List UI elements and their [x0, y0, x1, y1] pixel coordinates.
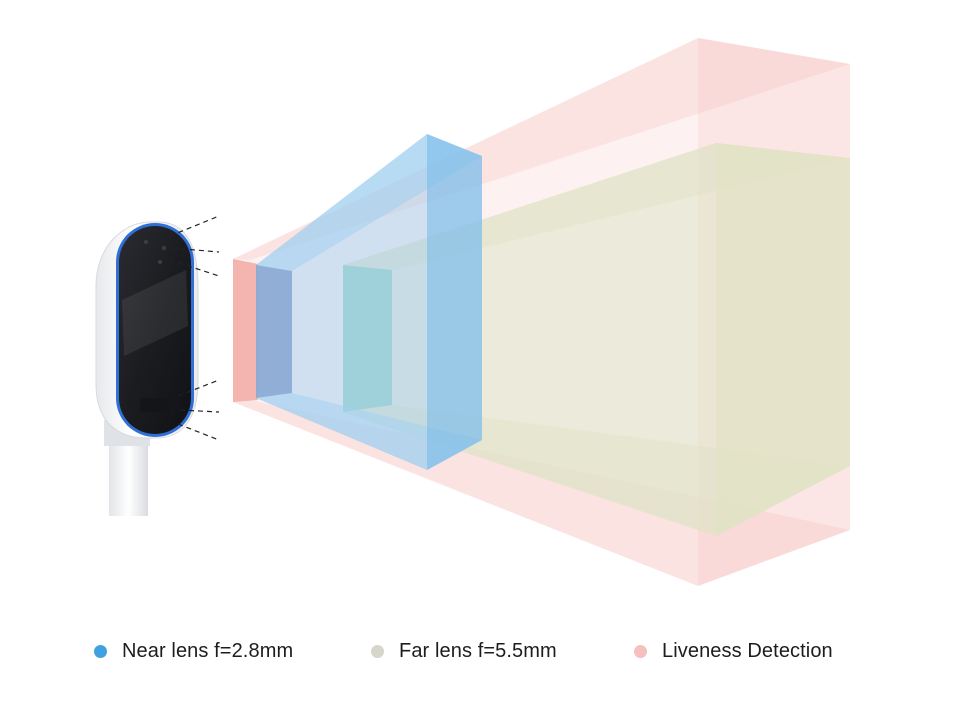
- lens-pointer-lines: [169, 215, 220, 441]
- device-screen-reflection: [122, 270, 188, 356]
- device-bottom-sensor-window: [140, 398, 170, 412]
- far-lens-label: Far lens f=5.5mm: [399, 639, 557, 662]
- near-field-near-face: [256, 265, 292, 398]
- near-field-side-face: [256, 134, 427, 470]
- far-lens-color-dot: [371, 644, 384, 658]
- near-field-far-face: [427, 134, 482, 470]
- liveness-sensor-icon: [158, 260, 162, 264]
- near-lens-field: [256, 134, 482, 470]
- legend-item-far-lens: Far lens f=5.5mm: [371, 636, 557, 666]
- legend-item-near-lens: Near lens f=2.8mm: [94, 636, 293, 666]
- far-field-far-face: [716, 143, 850, 536]
- liveness-detection-label: Liveness Detection: [662, 639, 833, 662]
- near-lens-icon: [143, 239, 149, 245]
- pointer-line-2: [171, 247, 220, 253]
- liveness-color-dot: [634, 644, 647, 658]
- near-field-bottom-face: [256, 393, 482, 470]
- far-field-near-face: [343, 265, 392, 412]
- pointer-line-6: [177, 423, 220, 441]
- pointer-line-4: [177, 379, 220, 397]
- near-lens-label: Near lens f=2.8mm: [122, 639, 294, 662]
- legend: Near lens f=2.8mm Far lens f=5.5mm Liven…: [0, 636, 954, 666]
- liveness-field-near-face: [233, 259, 258, 402]
- near-field-top-face: [256, 134, 482, 271]
- pointer-line-5: [179, 409, 220, 413]
- far-lens-icon: [161, 245, 167, 251]
- face-recognition-device: [95, 221, 199, 516]
- near-lens-color-dot: [94, 644, 107, 658]
- legend-item-liveness-detection: Liveness Detection: [634, 636, 833, 666]
- device-screen: [119, 226, 191, 434]
